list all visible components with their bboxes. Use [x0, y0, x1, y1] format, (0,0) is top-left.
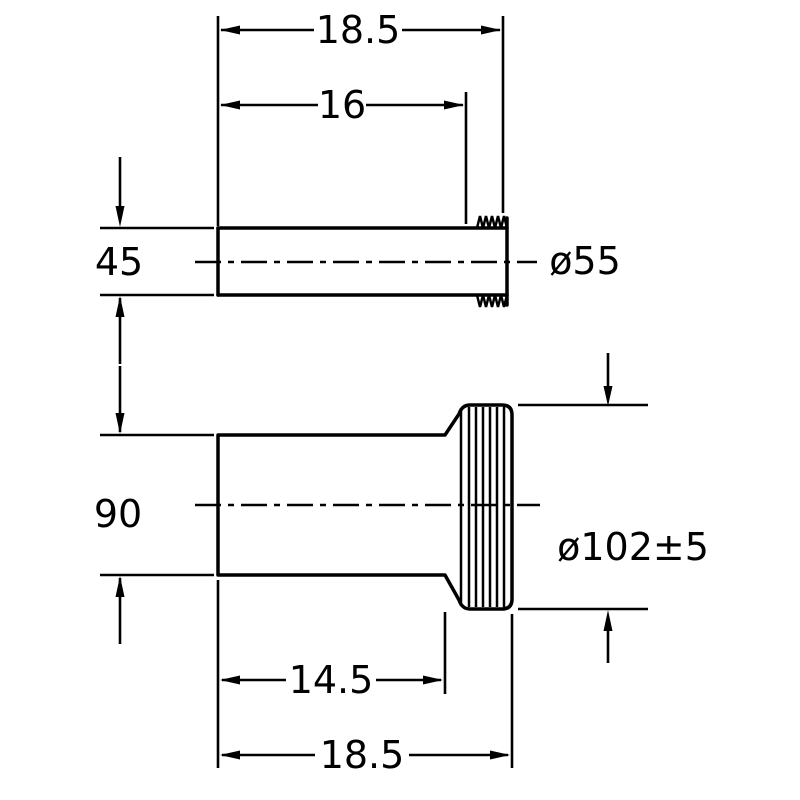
arrowhead-up — [115, 296, 125, 317]
dim-label-upper-offset: 16 — [318, 83, 366, 127]
arrowhead-left — [220, 100, 240, 110]
arrowhead-right — [490, 750, 510, 760]
arrowhead-down — [603, 386, 613, 406]
thread-teeth-bottom — [475, 294, 509, 308]
lower-pipe-outline — [216, 403, 514, 611]
arrowhead-right — [481, 25, 501, 35]
dim-lower-diameter: 90 — [94, 366, 214, 644]
arrowhead-down — [115, 206, 125, 227]
lower-pipe — [216, 403, 514, 611]
dim-upper-thread-offset: 16 — [220, 83, 468, 224]
arrowhead-left — [220, 25, 240, 35]
dim-label-thread-diameter: ø55 — [549, 239, 621, 283]
dim-lower-total-length: 18.5 — [220, 614, 514, 777]
arrowhead-down — [115, 413, 125, 434]
dim-label-upper-diameter: 45 — [95, 240, 143, 284]
arrowhead-left — [220, 750, 240, 760]
dim-upper-diameter: 45 — [95, 157, 214, 364]
dim-label-lower-total: 18.5 — [320, 733, 405, 777]
dim-label-lower-body: 14.5 — [289, 658, 374, 702]
arrowhead-left — [220, 675, 240, 685]
dim-label-socket-diameter: ø102±5 — [557, 525, 709, 569]
dim-label-upper-total: 18.5 — [316, 8, 401, 52]
arrowhead-right — [444, 100, 464, 110]
dim-upper-total-length: 18.5 — [216, 8, 505, 226]
arrowhead-up — [115, 576, 125, 597]
dim-lower-body-length: 14.5 — [216, 580, 447, 768]
arrowhead-right — [423, 675, 443, 685]
dim-thread-diameter: ø55 — [549, 239, 621, 283]
thread-teeth-top — [475, 215, 509, 229]
dim-label-lower-diameter: 90 — [94, 492, 142, 536]
upper-pipe — [216, 215, 509, 308]
arrowhead-up — [603, 610, 613, 631]
dim-socket-diameter: ø102±5 — [518, 353, 709, 663]
